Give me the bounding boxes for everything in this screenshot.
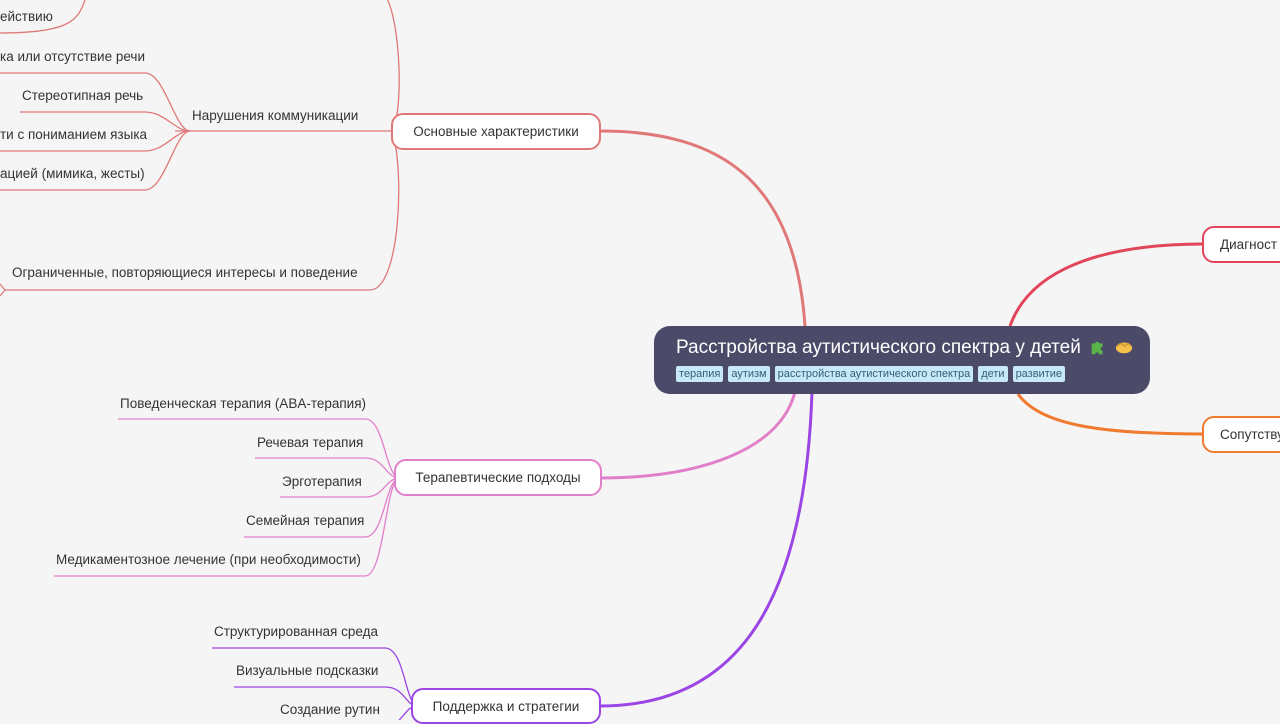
node-support[interactable]: Поддержка и стратегии [411,688,601,724]
node-main-characteristics-label: Основные характеристики [413,124,579,139]
root-tags: терапия аутизм расстройства аутистическо… [676,366,1150,382]
connector-partial-top [0,0,86,34]
node-diagnostics-label: Диагност [1220,237,1278,252]
root-title: Расстройства аутистического спектра у де… [676,337,1081,358]
connector-restricted [5,130,400,291]
node-therapy[interactable]: Терапевтические подходы [394,459,602,496]
node-visual-cues[interactable]: Визуальные подсказки [236,663,379,678]
node-diagnostics[interactable]: Диагност [1202,226,1280,263]
tag-asd[interactable]: расстройства аутистического спектра [774,366,974,382]
root-node[interactable]: Расстройства аутистического спектра у де… [654,326,1150,394]
connector-root-support [599,391,814,708]
tag-therapy[interactable]: терапия [676,366,724,382]
node-stereotyped-speech[interactable]: Стереотипная речь [22,88,144,103]
tag-development[interactable]: развитие [1012,366,1066,382]
root-title-row: Расстройства аутистического спектра у де… [676,336,1150,360]
tag-children[interactable]: дети [978,366,1008,382]
connector-root-diagnostics [1008,242,1205,327]
puzzle-piece-icon [1091,341,1103,355]
node-structured-environment[interactable]: Структурированная среда [214,624,378,639]
connector-characteristics-top [386,0,400,132]
node-aba-therapy[interactable]: Поведенческая терапия (ABA-терапия) [120,396,367,411]
node-restricted-interests[interactable]: Ограниченные, повторяющиеся интересы и п… [12,265,358,280]
handshake-icon [1116,342,1133,354]
connector-root-therapy [599,391,797,480]
node-medication[interactable]: Медикаментозное лечение (при необходимос… [56,552,361,567]
node-routines[interactable]: Создание рутин [280,702,380,717]
node-speech-delay[interactable]: ка или отсутствие речи [0,49,145,64]
connector-root-main-characteristics [599,129,807,327]
node-therapy-label: Терапевтические подходы [415,470,581,485]
node-nonverbal[interactable]: ацией (мимика, жесты) [0,166,145,181]
node-communication[interactable]: Нарушения коммуникации [192,108,359,123]
node-comorbid-label: Сопутству [1220,427,1280,442]
connector-root-comorbid [1016,393,1205,436]
node-language-understanding[interactable]: ти с пониманием языка [0,127,148,142]
tag-autism[interactable]: аутизм [728,366,770,382]
node-main-characteristics[interactable]: Основные характеристики [391,113,601,150]
node-partial-top[interactable]: ействию [0,9,53,24]
node-ergotherapy[interactable]: Эрготерапия [282,474,362,489]
node-speech-therapy[interactable]: Речевая терапия [257,435,364,450]
node-family-therapy[interactable]: Семейная терапия [246,513,365,528]
node-comorbid[interactable]: Сопутству [1202,416,1280,453]
